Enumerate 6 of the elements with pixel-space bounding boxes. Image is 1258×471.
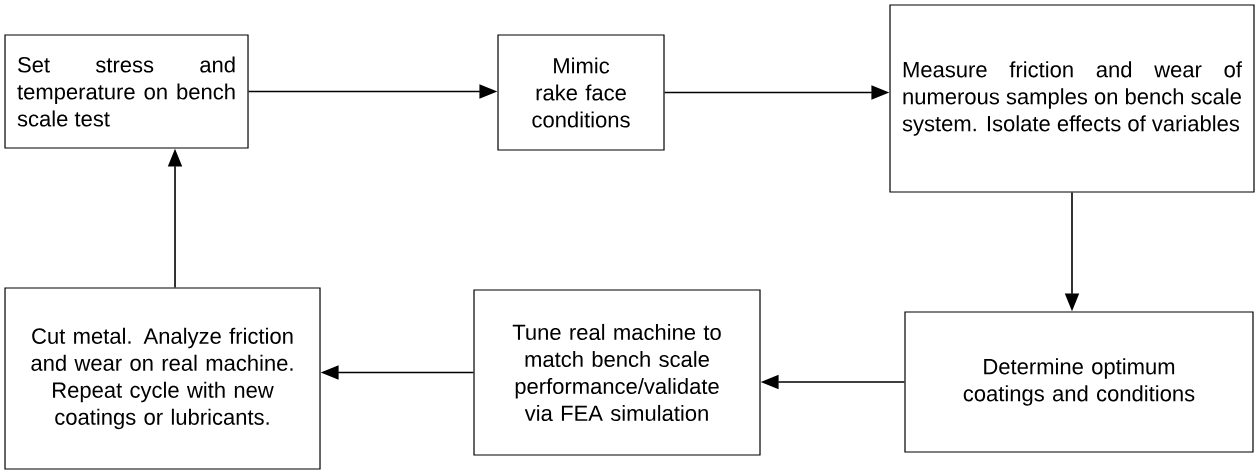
- process-box: Mimic rake face conditions: [497, 34, 665, 151]
- process-box: Set stress and temperature on bench scale test: [4, 34, 249, 149]
- process-box: Determine optimum coatings and conditions: [904, 311, 1254, 453]
- process-box: Cut metal. Analyze friction and wear on real machine. Repeat cycle with new coatings or lubricants.: [4, 287, 321, 470]
- process-box: Tune real machine to match bench scale performance/validate via FEA simulation: [473, 289, 761, 456]
- process-box: Measure friction and wear of numerous samples on bench scale system. Isolate effects of variables: [889, 4, 1255, 193]
